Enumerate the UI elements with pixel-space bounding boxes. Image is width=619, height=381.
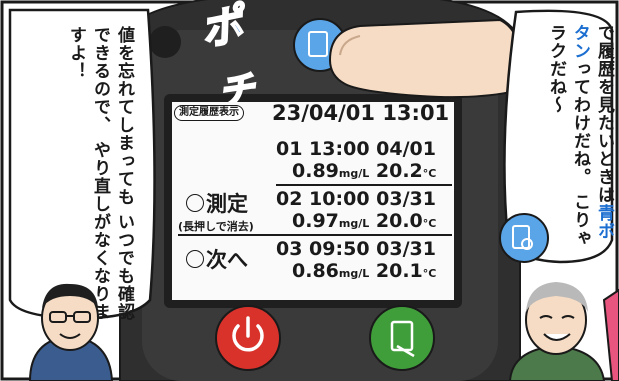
lcd-screen: 測定履歴表示 23/04/01 13:01 01 13:00 04/01 0.8… xyxy=(172,101,454,300)
clipboard-icon xyxy=(186,250,204,268)
row-3-unit: mg/L xyxy=(338,267,370,280)
search-doc-icon xyxy=(186,194,204,212)
row-3-temp-unit: °C xyxy=(422,267,437,280)
man-left-avatar xyxy=(28,283,114,381)
next-label-text: 次へ xyxy=(206,248,248,272)
row-2-temp: 20.0 xyxy=(375,210,423,232)
row-3-temp: 20.1 xyxy=(375,260,423,282)
row-1-time: 01 13:00 04/01 xyxy=(276,138,436,160)
row-2-values: 0.97mg/L 20.0°C xyxy=(292,210,436,232)
speech-bubble-right xyxy=(503,9,614,264)
row-divider xyxy=(276,184,452,186)
speech-text-right: で履歴を見たいときは青ボタンってわけだね。 こりゃラクだね～ xyxy=(526,24,616,252)
row-2-temp-unit: °C xyxy=(422,217,437,230)
row-1-temp-unit: °C xyxy=(422,167,437,180)
finger-icon xyxy=(328,18,521,99)
row-1-temp: 20.2 xyxy=(375,160,423,182)
row-3-time: 03 09:50 03/31 xyxy=(276,238,436,260)
history-date: 23/04/01 13:01 xyxy=(272,101,450,125)
history-badge: 測定履歴表示 xyxy=(174,105,244,121)
measure-label-text: 測定 xyxy=(206,192,248,216)
row-2-value: 0.97 xyxy=(292,210,339,232)
row-1-value: 0.89 xyxy=(292,160,339,182)
speech-right-line3: こりゃラクだね～ xyxy=(546,24,590,247)
row-3-values: 0.86mg/L 20.1°C xyxy=(292,260,436,282)
row-3-value: 0.86 xyxy=(292,260,339,282)
measure-label: 測定 xyxy=(186,188,248,218)
row-1-unit: mg/L xyxy=(338,167,370,180)
speech-right-part1: で履歴を見たいときは xyxy=(594,24,614,204)
row-2-unit: mg/L xyxy=(338,217,370,230)
speech-text-left: 値を忘れてしまっても いつでも確認できるので、 やり直しがなくなりますよ！ xyxy=(66,26,134,321)
search-doc-icon xyxy=(499,213,549,263)
pink-panel xyxy=(602,288,619,381)
next-label: 次へ xyxy=(186,244,248,274)
blue-history-button[interactable] xyxy=(294,19,346,71)
row-1-values: 0.89mg/L 20.2°C xyxy=(292,160,436,182)
longpress-label: (長押しで消去) xyxy=(178,220,254,233)
man-right-avatar xyxy=(508,282,606,381)
speech-right-blue: 青ボタン xyxy=(570,24,614,240)
speech-bubble-left xyxy=(8,8,156,320)
speech-right-part2: ってわけだね。 xyxy=(570,60,590,186)
power-button-art xyxy=(215,305,281,371)
next-button-art xyxy=(369,305,435,371)
row-divider xyxy=(178,234,452,236)
power-button[interactable] xyxy=(216,306,280,370)
next-button[interactable] xyxy=(370,306,434,370)
row-2-time: 02 10:00 03/31 xyxy=(276,188,436,210)
